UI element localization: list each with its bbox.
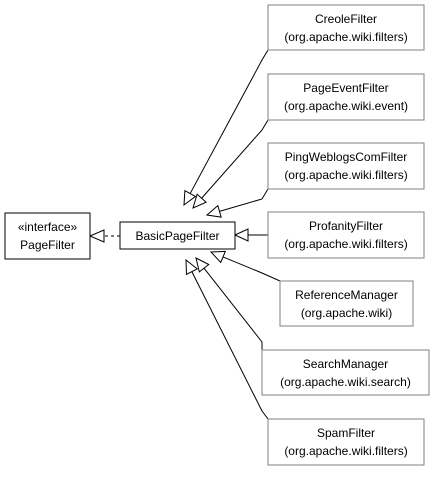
subclass-package: (org.apache.wiki)	[301, 306, 392, 320]
class-searchmanager[interactable]: SearchManager (org.apache.wiki.search)	[261, 349, 430, 396]
base-class-box	[119, 221, 236, 250]
edge-pingweblogscomfilter	[205, 188, 269, 218]
subclass-name: ReferenceManager	[295, 288, 398, 302]
subclass-name: ProfanityFilter	[309, 219, 383, 233]
inheritance-edges	[88, 49, 281, 420]
subclass-package: (org.apache.wiki.filters)	[284, 237, 407, 251]
subclass-name: CreoleFilter	[315, 12, 377, 26]
interface-stereotype: «interface»	[18, 220, 78, 234]
subclass-package: (org.apache.wiki.filters)	[284, 444, 407, 458]
edge-line	[201, 119, 269, 199]
edge-line	[222, 256, 281, 282]
class-pingweblogscomfilter[interactable]: PingWeblogsComFilter (org.apache.wiki.fil…	[267, 142, 425, 190]
edge-spamfilter	[185, 258, 269, 420]
subclass-name: SpamFilter	[317, 426, 375, 440]
interface-box	[4, 212, 91, 260]
class-profanityfilter[interactable]: ProfanityFilter (org.apache.wiki.filters)	[267, 211, 425, 259]
subclass-package: (org.apache.wiki.filters)	[284, 168, 407, 182]
edge-profanityfilter	[233, 228, 268, 242]
class-spamfilter[interactable]: SpamFilter (org.apache.wiki.filters)	[267, 418, 425, 466]
subclass-name: SearchManager	[303, 357, 388, 371]
subclass-box	[279, 280, 414, 327]
subclass-boxes: CreoleFilter (org.apache.wiki.filters) Pag…	[261, 4, 430, 466]
class-basicpagefilter[interactable]: BasicPageFilter	[119, 221, 236, 250]
interface-pagefilter[interactable]: «interface» PageFilter	[4, 212, 91, 260]
inheritance-arrowhead	[205, 204, 222, 218]
subclass-box	[267, 211, 425, 259]
edge-line	[203, 267, 263, 350]
edge-line	[191, 271, 269, 420]
subclass-box	[267, 142, 425, 190]
edge-line	[189, 49, 269, 194]
subclass-package: (org.apache.wiki.filters)	[284, 30, 407, 44]
inheritance-arrowhead	[185, 258, 199, 276]
subclass-name: PingWeblogsComFilter	[285, 150, 408, 164]
class-pageeventfilter[interactable]: PageEventFilter (org.apache.wiki.event)	[267, 73, 425, 121]
realization-arrowhead	[88, 229, 105, 243]
subclass-name: PageEventFilter	[303, 81, 388, 95]
class-creolefilter[interactable]: CreoleFilter (org.apache.wiki.filters)	[267, 4, 425, 51]
edge-creolefilter	[183, 49, 269, 207]
subclass-box	[267, 73, 425, 121]
class-referencemanager[interactable]: ReferenceManager (org.apache.wiki)	[279, 280, 414, 327]
edge-pageeventfilter	[192, 119, 269, 209]
subclass-box	[261, 349, 430, 396]
base-class-name: BasicPageFilter	[135, 229, 219, 243]
edge-referencemanager	[209, 250, 281, 282]
inheritance-arrowhead	[195, 257, 210, 273]
interface-name: PageFilter	[20, 238, 75, 252]
subclass-package: (org.apache.wiki.search)	[280, 375, 411, 389]
inheritance-arrowhead	[183, 189, 197, 207]
inheritance-arrowhead	[192, 193, 208, 209]
subclass-package: (org.apache.wiki.event)	[284, 99, 408, 113]
edge-line	[219, 188, 269, 212]
edge-searchmanager	[195, 257, 263, 350]
inheritance-arrowhead	[233, 228, 249, 242]
subclass-box	[267, 4, 425, 51]
edge-realization	[88, 229, 120, 243]
inheritance-arrowhead	[209, 250, 227, 264]
subclass-box	[267, 418, 425, 466]
